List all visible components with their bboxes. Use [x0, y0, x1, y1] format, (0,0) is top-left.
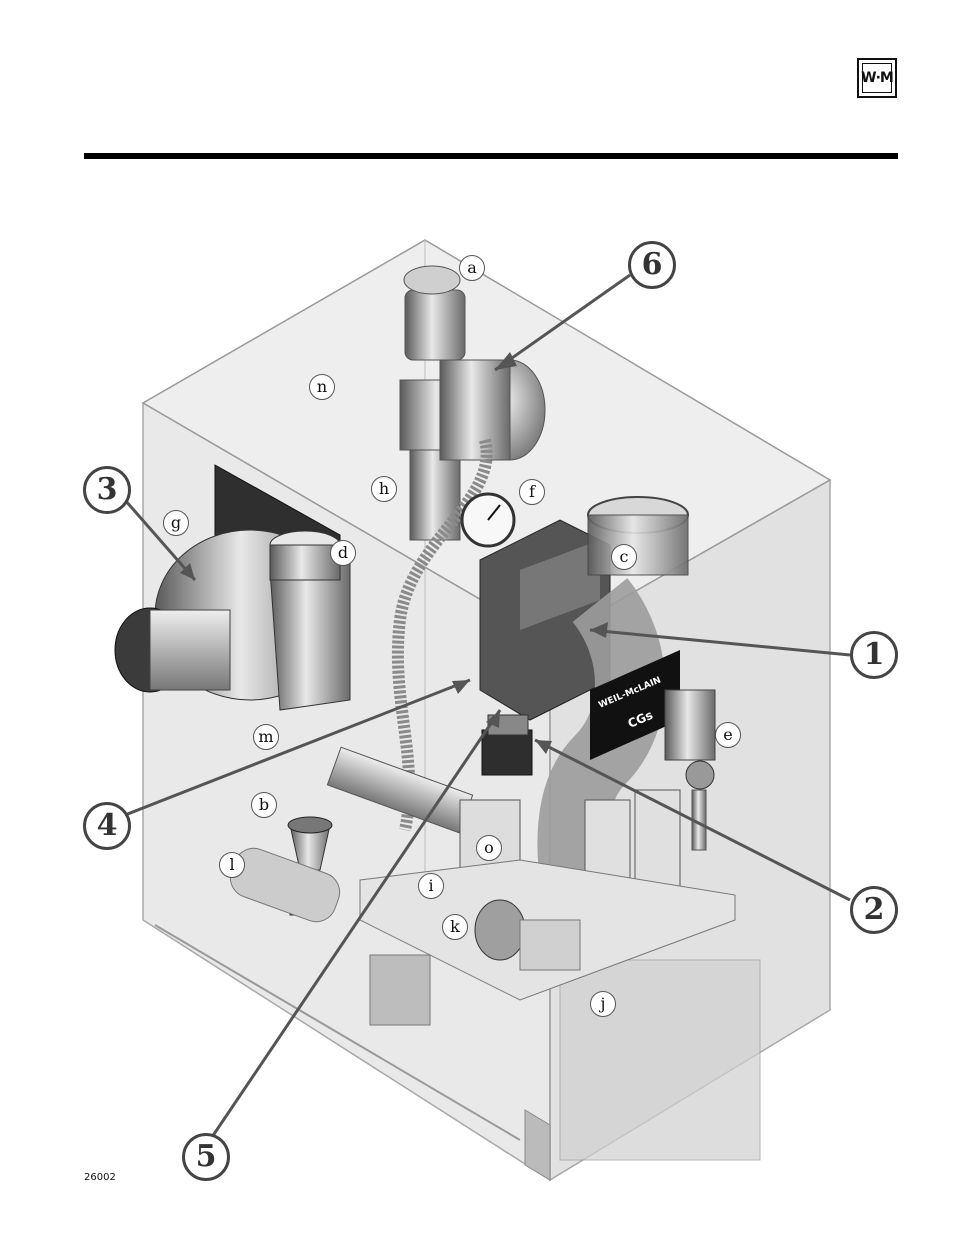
callout-d: d: [330, 540, 356, 566]
callout-c: c: [611, 544, 637, 570]
callout-1: 1: [850, 631, 898, 679]
callout-3: 3: [83, 466, 131, 514]
callout-6: 6: [628, 241, 676, 289]
callout-f: f: [519, 479, 545, 505]
callout-h: h: [371, 476, 397, 502]
callout-e: e: [715, 722, 741, 748]
flue-collar: [588, 497, 688, 575]
callout-i: i: [418, 873, 444, 899]
callout-2: 2: [850, 886, 898, 934]
callout-a: a: [459, 255, 485, 281]
callout-j: j: [590, 991, 616, 1017]
callout-l: l: [219, 852, 245, 878]
callout-b: b: [251, 792, 277, 818]
callout-m: m: [253, 724, 279, 750]
callout-o: o: [476, 835, 502, 861]
callout-4: 4: [83, 802, 131, 850]
pressure-gauge: [462, 494, 514, 546]
callout-5: 5: [182, 1133, 230, 1181]
figure-number: 26002: [84, 1172, 116, 1183]
callout-k: k: [442, 914, 468, 940]
callout-n: n: [309, 374, 335, 400]
callout-g: g: [163, 510, 189, 536]
